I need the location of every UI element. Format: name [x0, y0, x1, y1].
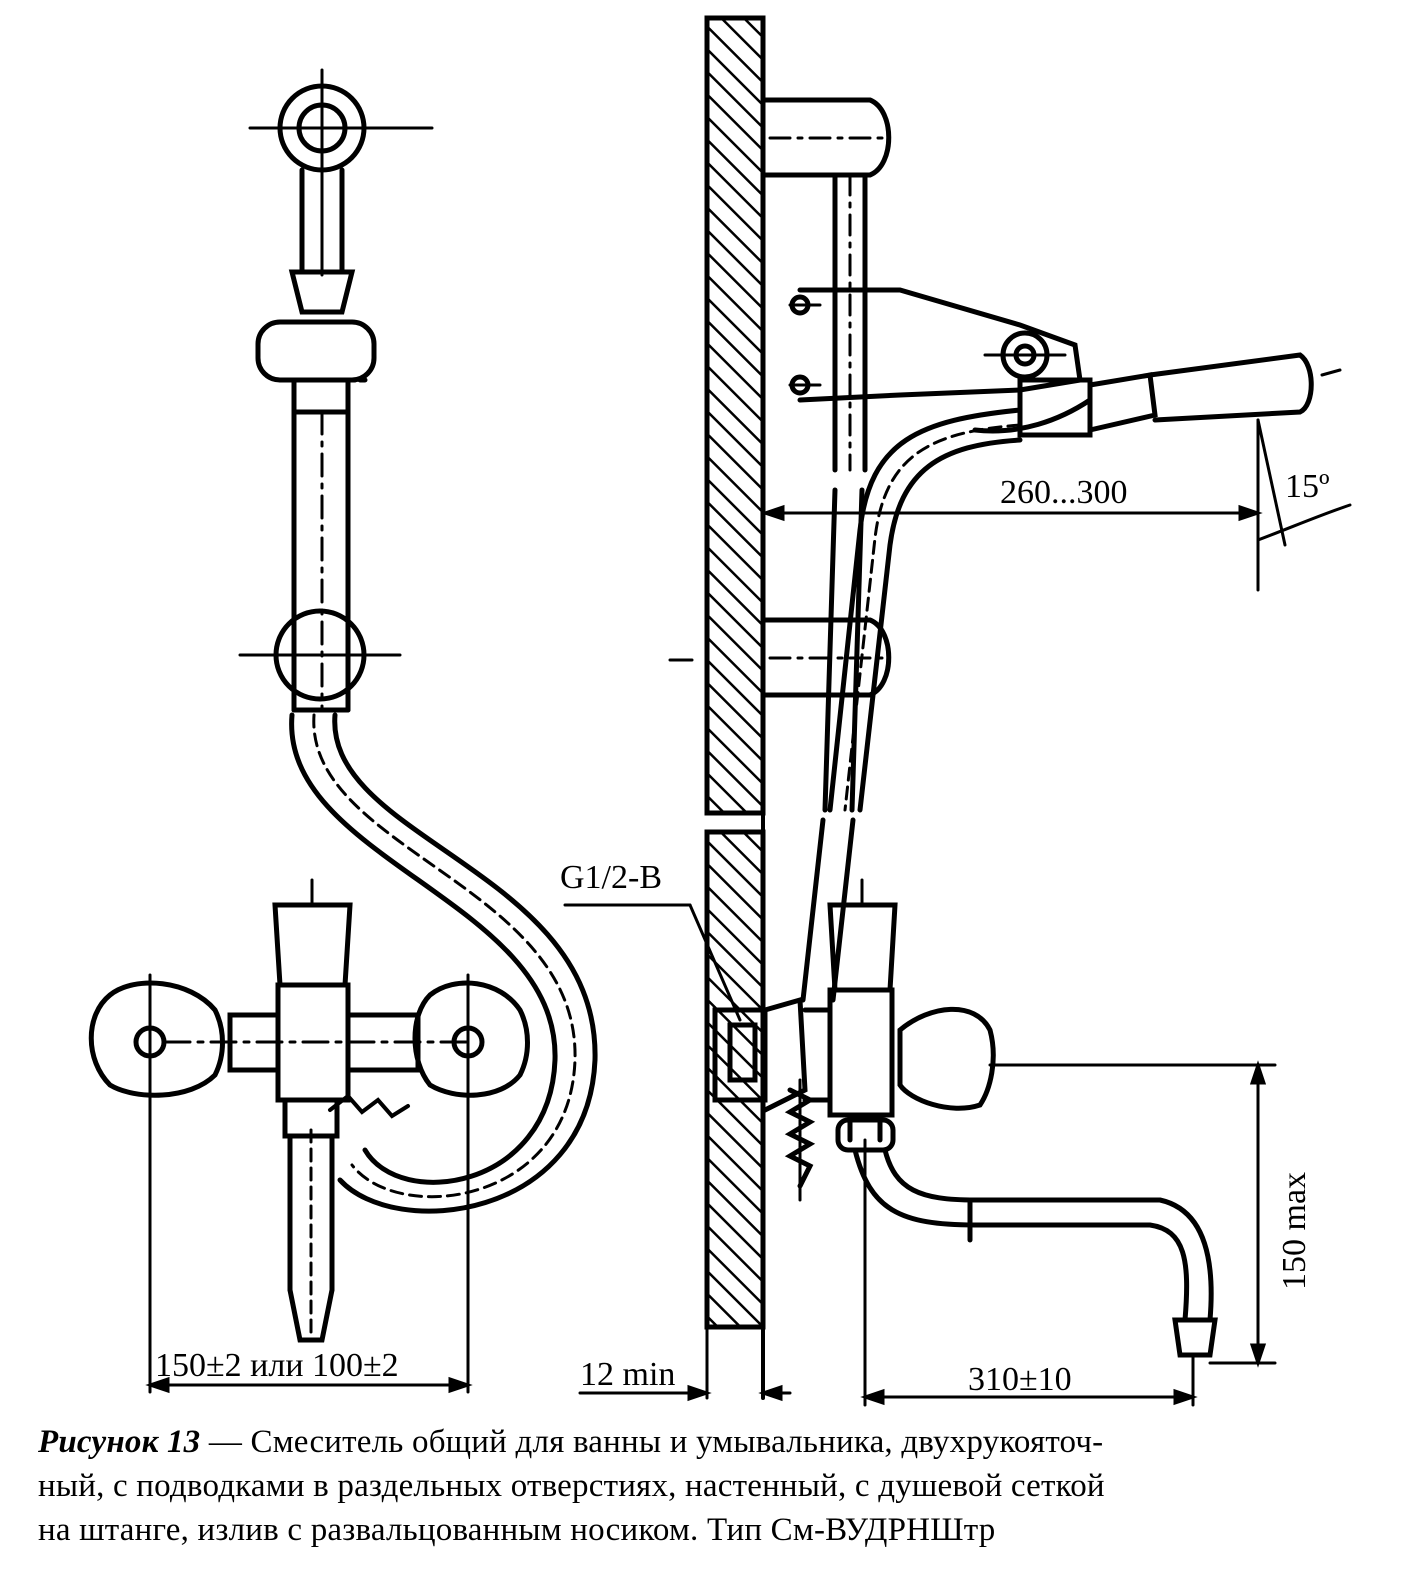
figure-label: Рисунок 13 — [38, 1424, 201, 1460]
lower-rod-bracket — [762, 617, 892, 698]
front-view — [88, 68, 598, 1394]
caption-line-2: ный, с подводками в раздельных отверстия… — [38, 1468, 1105, 1504]
caption-line-1: Рисунок 13 — Смеситель общий для ванны и… — [38, 1420, 1408, 1464]
caption-text-1: — Смеситель общий для ванны и умывальник… — [200, 1424, 1104, 1460]
upper-rod-bracket — [762, 97, 892, 178]
dimension-wall-clearance — [578, 1384, 792, 1402]
wall-section-upper — [704, 15, 766, 816]
left-handle — [88, 973, 225, 1112]
dimension-label-shower-reach: 260...300 — [1000, 474, 1128, 511]
mixer-body — [163, 878, 472, 1343]
dimension-label-spout-reach: 310±10 — [968, 1361, 1072, 1398]
shower-head — [255, 269, 377, 415]
figure-caption: Рисунок 13 — Смеситель общий для ванны и… — [38, 1420, 1408, 1552]
dimension-label-wall-clearance: 12 min — [580, 1356, 675, 1393]
side-shower-rod — [822, 172, 868, 813]
spout — [852, 1147, 1218, 1358]
side-mixer-body — [802, 878, 996, 1153]
dimension-spout-height — [988, 1060, 1277, 1368]
dimension-spout-reach — [860, 1138, 1198, 1407]
top-ring-mount — [248, 68, 434, 277]
shower-arm — [788, 287, 1314, 438]
wall-fitting — [563, 903, 816, 1202]
dimension-label-shower-angle: 15º — [1285, 468, 1330, 505]
dimension-label-spout-height: 150 max — [1276, 1172, 1313, 1290]
right-handle — [412, 973, 530, 1112]
dimension-label-thread: G1/2-B — [560, 859, 662, 896]
shower-rod — [238, 409, 402, 713]
side-view — [563, 15, 1352, 1407]
dimension-shower-reach — [760, 368, 1352, 592]
mixer-technical-drawing: 150±2 или 100±2 — [88, 15, 1352, 1407]
dimension-horizontal-spacing — [145, 1108, 473, 1394]
shower-hose — [289, 712, 598, 1214]
dimension-label-horizontal-spacing: 150±2 или 100±2 — [155, 1347, 399, 1384]
caption-line-3: на штанге, излив с развальцованным носик… — [38, 1512, 996, 1548]
